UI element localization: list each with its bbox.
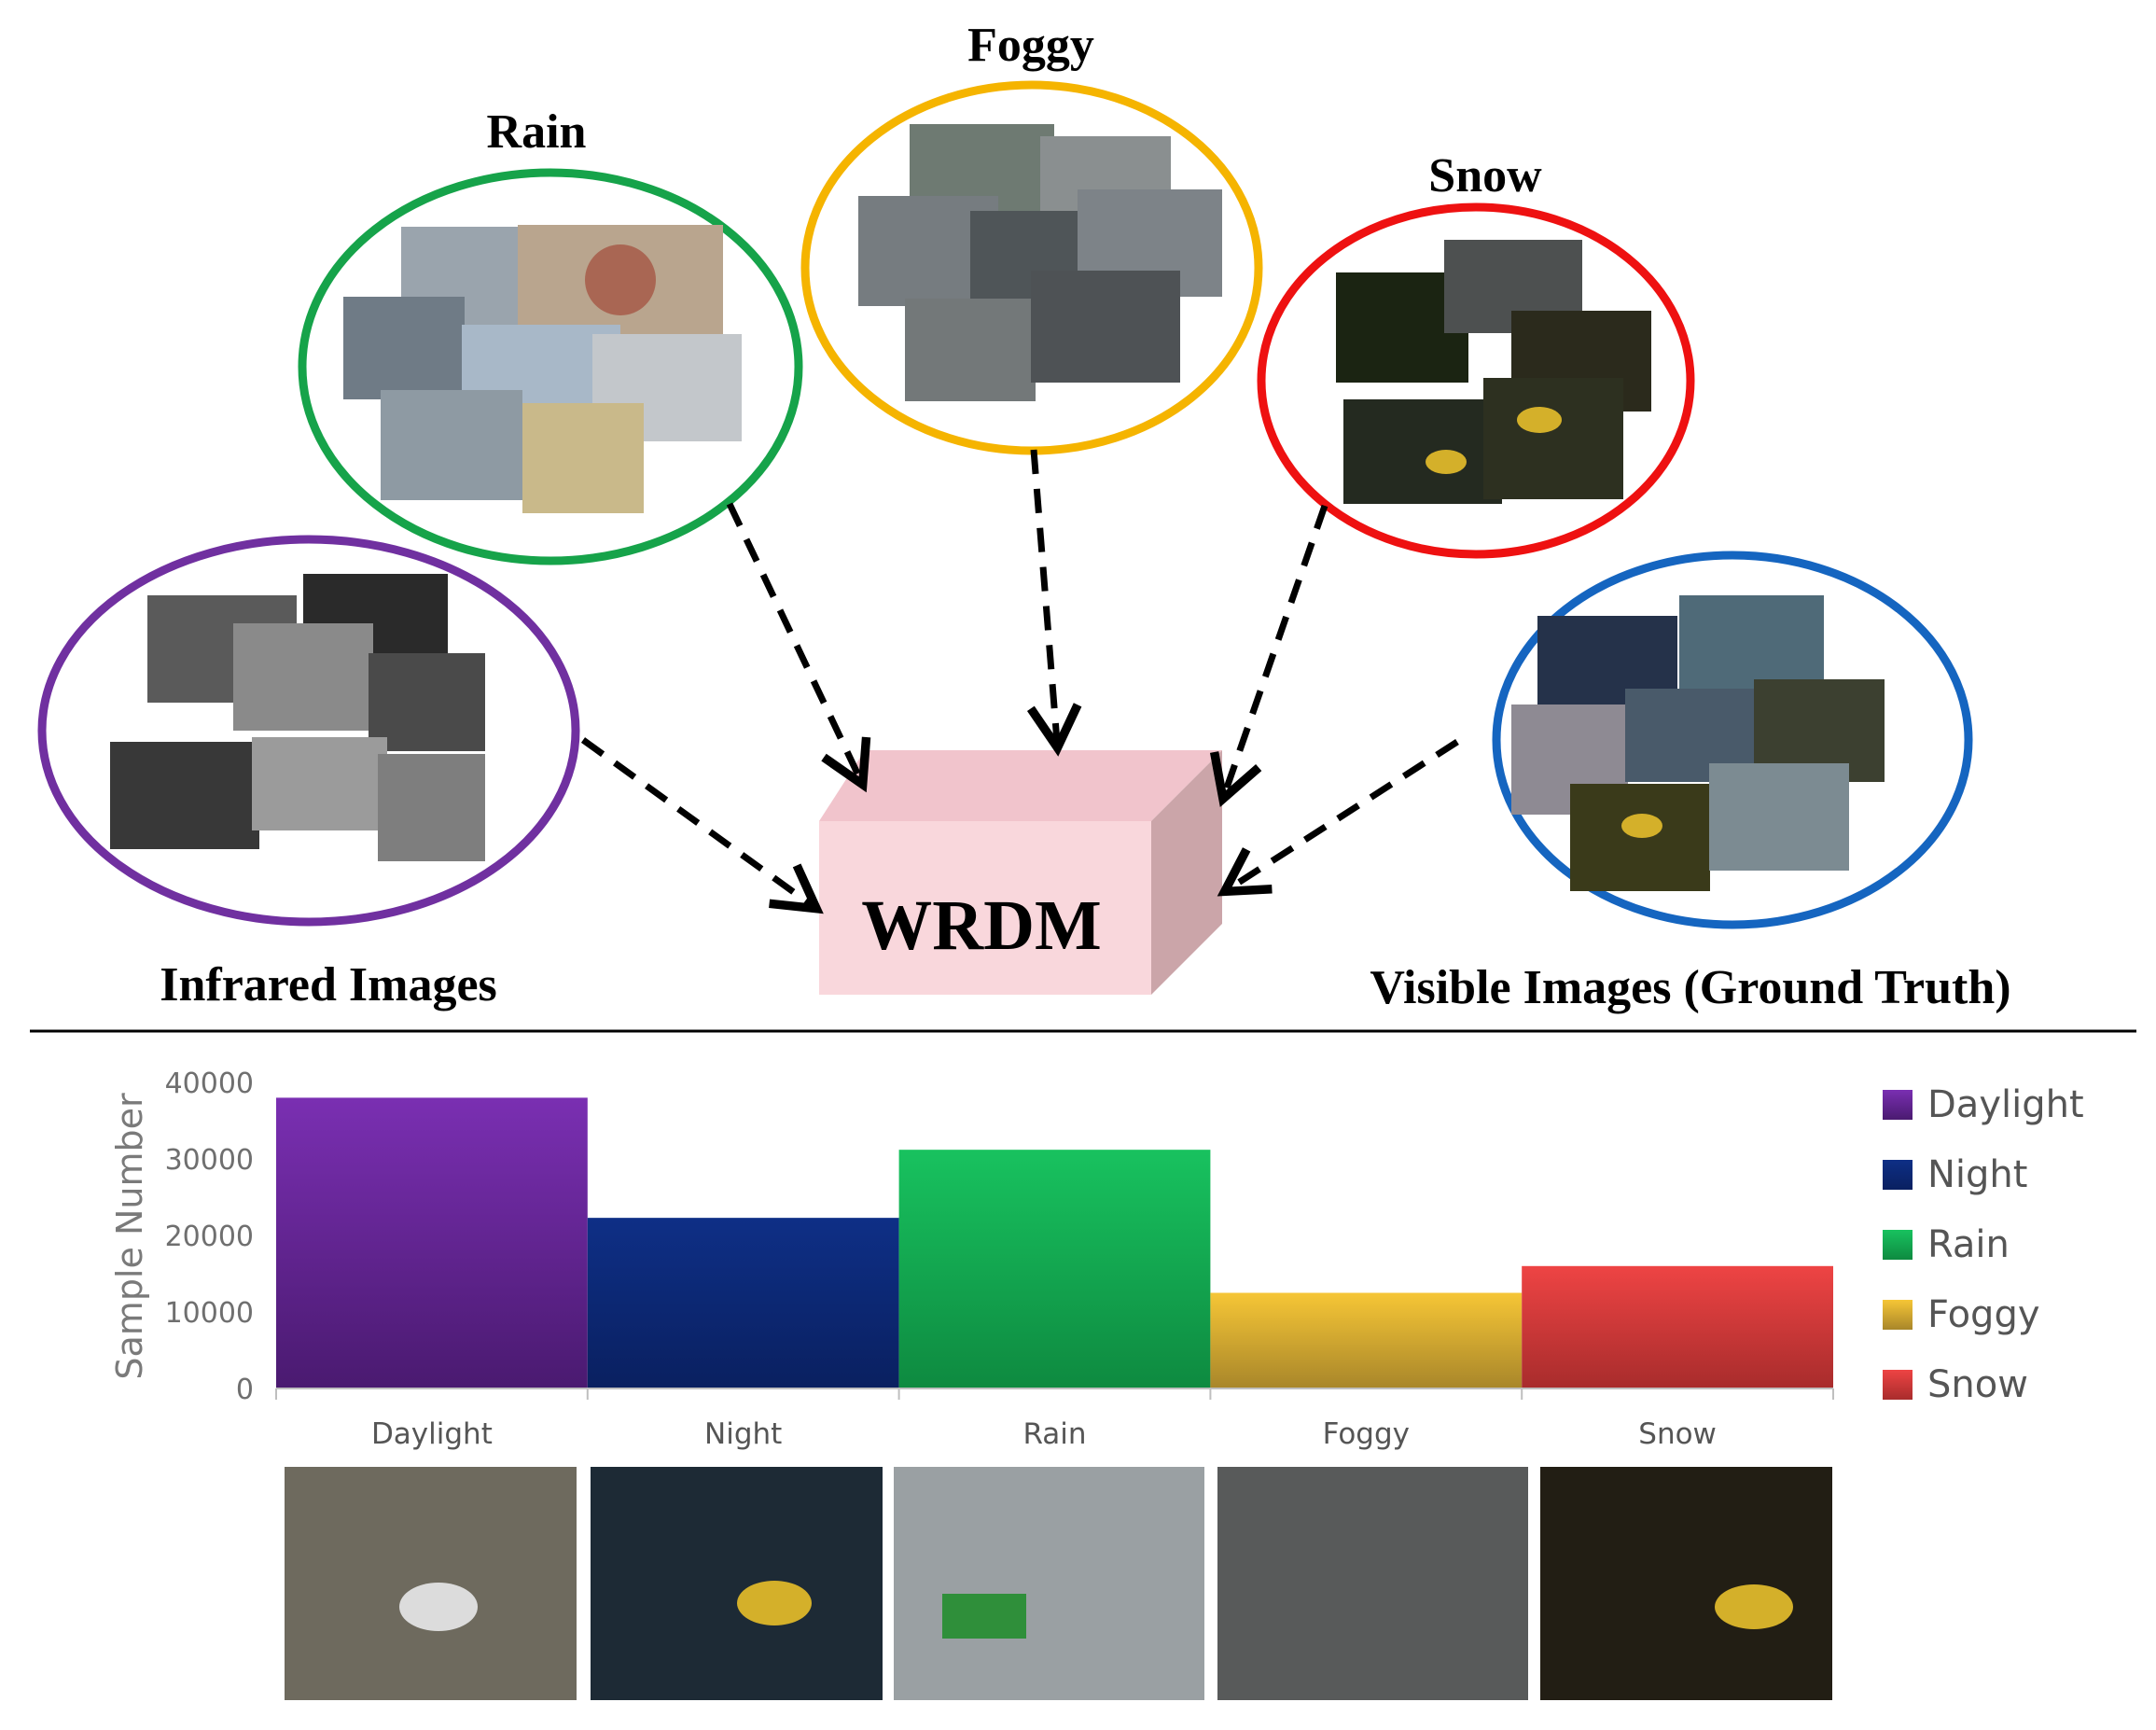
legend-label-foggy: Foggy (1927, 1293, 2040, 1336)
wrdm-box: WRDM (819, 750, 1222, 995)
infrared-ellipse (37, 535, 580, 927)
wrdm-box-top (819, 750, 1222, 821)
infrared-group: Infrared Images (37, 535, 580, 1011)
bar-snow (1522, 1265, 1833, 1388)
snow-label: Snow (1428, 149, 1542, 202)
flow-arrows (580, 449, 1459, 914)
thumbnail-rain (894, 1467, 1204, 1700)
x-tick-label: Snow (1638, 1417, 1717, 1451)
wrdm-box-front (819, 821, 1151, 995)
rain-group: Rain (298, 105, 803, 565)
snow-group: Snow (1257, 149, 1695, 559)
snow-ellipse (1257, 202, 1695, 559)
visible-ellipse (1492, 551, 1973, 929)
legend-swatch-daylight (1883, 1090, 1913, 1120)
foggy-group: Foggy (800, 19, 1263, 455)
arrow-foggy-to-wrdm (1026, 449, 1082, 757)
wrdm-label: WRDM (861, 886, 1102, 965)
x-ticks (275, 1388, 1834, 1400)
x-tick-label: Night (704, 1417, 782, 1451)
thumbnail-snow (1540, 1467, 1832, 1700)
visible-label: Visible Images (Ground Truth) (1370, 961, 2010, 1014)
legend-label-daylight: Daylight (1927, 1083, 2084, 1126)
legend-swatch-snow (1883, 1370, 1913, 1400)
bar-chart: Sample Number 0 10000 20000 30000 40000 Dayl… (109, 1067, 2084, 1451)
snow-image-collage (1336, 240, 1651, 504)
y-tick-label: 20000 (165, 1221, 254, 1253)
bar-daylight (276, 1097, 588, 1388)
y-tick-label: 30000 (165, 1144, 254, 1177)
wrdm-box-side (1151, 750, 1222, 995)
y-tick-label: 10000 (165, 1297, 254, 1330)
bar-foggy (1210, 1292, 1523, 1388)
y-tick-label: 0 (236, 1374, 254, 1406)
legend-label-rain: Rain (1927, 1223, 2010, 1266)
thumbnail-foggy (1217, 1467, 1528, 1700)
foggy-label: Foggy (967, 19, 1094, 72)
thumbnail-night (591, 1467, 883, 1700)
bar-rain (898, 1150, 1211, 1388)
x-labels: Daylight Night Rain Foggy Snow (371, 1417, 1717, 1451)
arrow-snow-to-wrdm (1209, 504, 1328, 807)
legend-swatch-rain (1883, 1230, 1913, 1260)
infrared-image-collage (110, 574, 485, 861)
arrow-infrared-to-wrdm (580, 737, 824, 914)
y-axis-label: Sample Number (109, 1093, 150, 1380)
legend-swatch-foggy (1883, 1300, 1913, 1330)
sample-thumbnails (285, 1467, 1832, 1700)
arrow-rain-to-wrdm (726, 502, 871, 793)
arrow-visible-to-wrdm (1217, 739, 1459, 897)
rain-ellipse (298, 168, 803, 565)
rain-image-collage (343, 225, 742, 513)
visible-image-collage (1511, 595, 1885, 891)
legend-label-night: Night (1927, 1153, 2027, 1196)
legend-label-snow: Snow (1927, 1363, 2028, 1406)
x-tick-label: Rain (1022, 1417, 1086, 1451)
infrared-label: Infrared Images (160, 958, 497, 1011)
x-tick-label: Daylight (371, 1417, 493, 1451)
bars (276, 1097, 1833, 1388)
foggy-image-collage (858, 124, 1222, 401)
legend-swatch-night (1883, 1160, 1913, 1190)
x-tick-label: Foggy (1323, 1417, 1410, 1451)
rain-label: Rain (487, 105, 587, 159)
visible-group: Visible Images (Ground Truth) (1370, 551, 2011, 1014)
y-tick-label: 40000 (165, 1067, 254, 1100)
bar-night (587, 1218, 899, 1388)
y-ticks: 0 10000 20000 30000 40000 (165, 1067, 254, 1406)
